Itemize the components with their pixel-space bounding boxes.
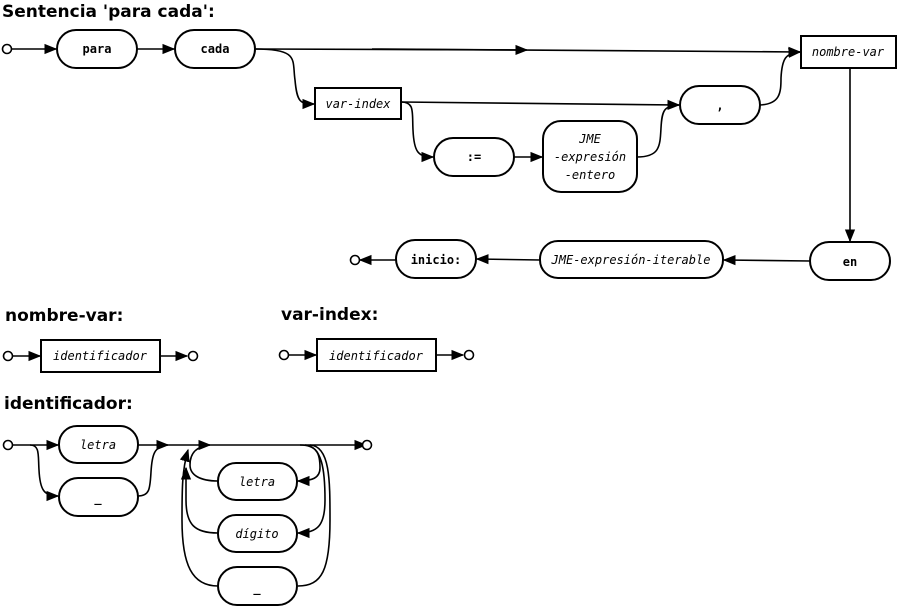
- loop-letra-label: letra: [239, 475, 275, 489]
- node-comma-label: ,: [716, 99, 723, 113]
- node-inicio: inicio:: [395, 239, 477, 279]
- loop-letra-node: [217, 462, 298, 501]
- start-terminal: [1, 43, 13, 55]
- node-jme-entero: JME -expresión -entero: [542, 120, 638, 193]
- var-index-definition: identificador: [278, 338, 475, 372]
- ident-underscore-label: _: [94, 491, 102, 506]
- nombre-var-title: nombre-var:: [5, 306, 123, 326]
- identificador-title: identificador:: [4, 394, 133, 414]
- node-para-label: para: [83, 42, 112, 56]
- node-cada-label: cada: [201, 42, 230, 56]
- node-en-label: en: [843, 255, 857, 269]
- identificador-definition: letra _ letra dígito _: [2, 425, 373, 606]
- end-terminal: [349, 254, 361, 266]
- node-inicio-label: inicio:: [411, 253, 462, 267]
- loop-digito-label: dígito: [235, 527, 278, 541]
- loop-underscore-label: _: [253, 581, 261, 596]
- nombre-var-ident-label: identificador: [53, 349, 148, 363]
- node-en: en: [809, 241, 891, 281]
- node-assign-label: :=: [467, 150, 481, 164]
- ident-underscore-node: [58, 477, 139, 517]
- node-var-index-label: var-index: [325, 97, 391, 111]
- node-assign: :=: [433, 137, 515, 177]
- node-jme-line2: -expresión: [554, 150, 626, 164]
- node-var-index: var-index: [314, 87, 402, 120]
- nombre-var-definition: identificador: [2, 339, 199, 373]
- node-nombre-var: nombre-var: [800, 35, 897, 69]
- node-para: para: [56, 29, 138, 69]
- node-iterable-label: JME-expresión-iterable: [551, 253, 711, 267]
- main-diagram-lines: [1, 43, 856, 266]
- var-index-ident-label: identificador: [329, 349, 424, 363]
- node-comma: ,: [679, 85, 761, 125]
- main-diagram-title: Sentencia 'para cada':: [2, 2, 215, 22]
- var-index-title: var-index:: [281, 305, 378, 325]
- ident-letra-label: letra: [80, 438, 116, 452]
- node-jme-line3: -entero: [565, 168, 616, 182]
- node-nombre-var-label: nombre-var: [812, 45, 885, 59]
- node-jme-line1: JME: [578, 132, 601, 146]
- loop-digito-node: [217, 514, 298, 553]
- node-cada: cada: [174, 29, 256, 69]
- loop-underscore-node: [217, 566, 298, 606]
- node-iterable: JME-expresión-iterable: [539, 240, 724, 279]
